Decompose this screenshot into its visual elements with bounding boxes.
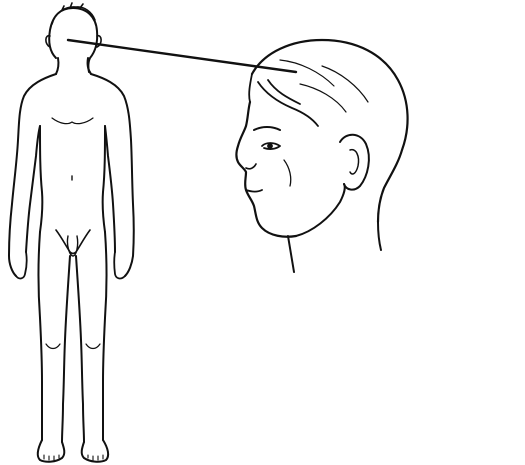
body-left-knee (46, 344, 60, 349)
body-right-arm-outer (91, 74, 134, 276)
body-left-hand (16, 252, 27, 278)
head-hair-strands (280, 60, 368, 112)
head-mouth (246, 190, 262, 192)
head-cheek (284, 160, 291, 186)
head-hair-fringe (249, 74, 318, 126)
head-profile-closeup (237, 40, 408, 272)
body-right-hand (114, 252, 125, 278)
head-nostril (246, 164, 256, 169)
body-torso-left (40, 126, 42, 232)
body-left-arm-inner (26, 126, 40, 252)
body-right-leg-outer (103, 232, 107, 440)
head-face-profile (237, 102, 297, 237)
body-right-leg-inner (76, 256, 84, 442)
body-left-leg-inner (62, 256, 70, 442)
body-right-arm-inner (105, 126, 115, 252)
body-groin (56, 230, 90, 254)
body-right-knee (86, 344, 100, 349)
body-left-foot (38, 440, 64, 462)
body-left-toes (44, 455, 59, 460)
body-left-arm-outer (9, 74, 56, 276)
head-pupil (268, 144, 272, 148)
body-neck-left (56, 58, 58, 74)
head-ear (340, 135, 369, 190)
head-eyebrow (254, 127, 280, 130)
head-jaw (296, 184, 345, 236)
body-right-foot (82, 440, 108, 462)
body-right-toes (88, 455, 103, 460)
callout-line (68, 40, 296, 72)
body-left-leg-outer (39, 232, 43, 440)
head-ear-inner (350, 150, 359, 174)
head-skull-outline (252, 40, 408, 222)
head-neck-back (378, 222, 381, 250)
standing-human-figure (9, 3, 134, 462)
body-torso-right (103, 126, 105, 232)
head-neck-front (288, 236, 294, 272)
body-chest-line (52, 118, 93, 124)
